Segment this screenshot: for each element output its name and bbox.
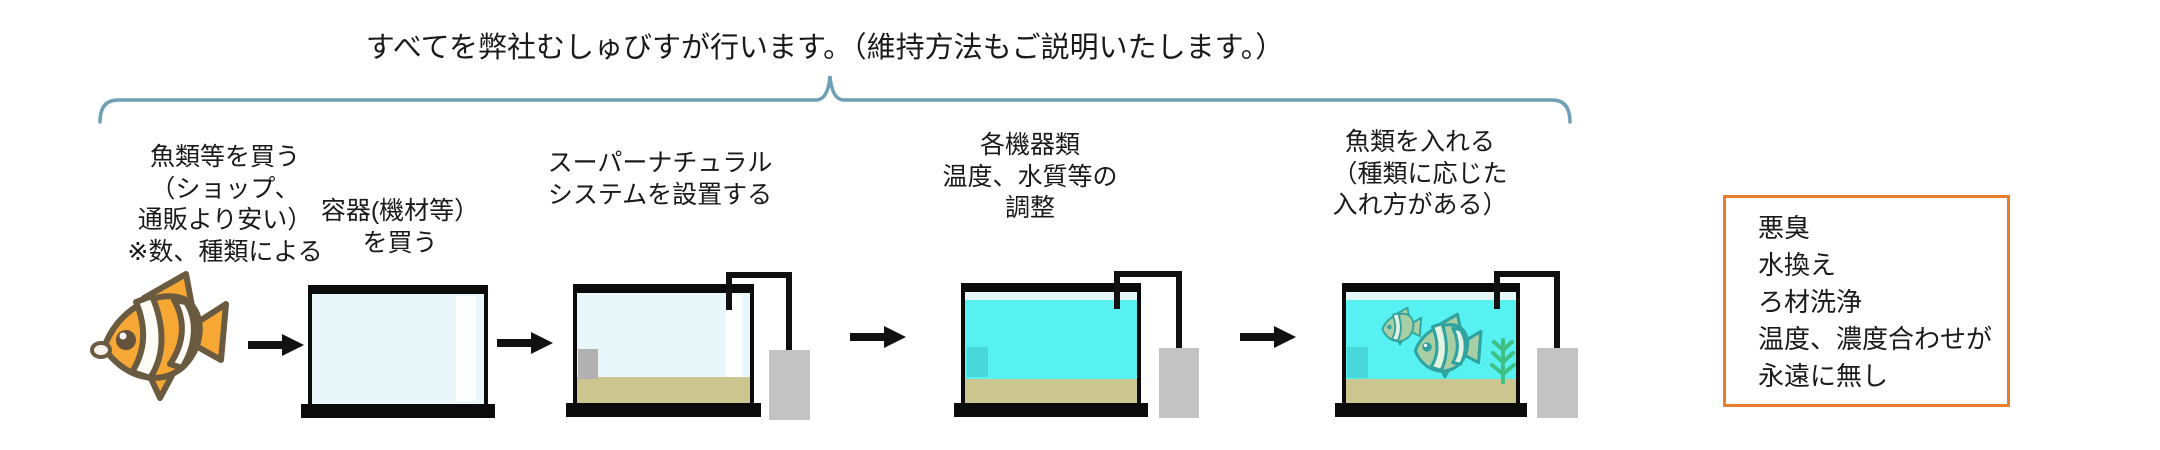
external-filter-box xyxy=(1537,348,1578,418)
aquarium-tank-sand xyxy=(566,284,761,417)
tank-interior xyxy=(577,293,750,377)
aquarium-tank-empty xyxy=(301,285,495,418)
tank-bottom-rim xyxy=(954,403,1148,417)
horizontal-brace-icon xyxy=(98,75,1572,124)
seaweed-icon xyxy=(1490,338,1516,384)
tank-top-rim xyxy=(1342,283,1520,292)
tank-glass xyxy=(577,293,750,403)
pipe-down xyxy=(1554,271,1560,350)
pipe-down xyxy=(786,272,792,352)
green-fish-icon xyxy=(1413,312,1483,379)
tank-glass xyxy=(965,292,1137,403)
note-box: 悪臭 水換え ろ材洗浄 温度、濃度合わせが 永遠に無し xyxy=(1723,195,2010,407)
sand-layer xyxy=(965,379,1137,403)
right-arrow-icon xyxy=(1240,326,1296,348)
right-arrow-icon xyxy=(850,326,906,348)
sand-layer xyxy=(1346,379,1516,403)
heater xyxy=(967,347,988,377)
air-gap xyxy=(965,292,1137,300)
pipe-inlet xyxy=(726,272,732,310)
water xyxy=(965,300,1137,379)
pipe-horizontal xyxy=(726,272,792,278)
pipe-inlet xyxy=(1494,271,1500,309)
pipe-horizontal xyxy=(1114,271,1182,277)
air-gap xyxy=(1346,292,1516,300)
external-filter-box xyxy=(769,350,810,420)
step-label: 容器(機材等） を買う xyxy=(320,197,480,257)
sand-layer xyxy=(577,377,750,403)
tropical-fish-icon xyxy=(90,271,229,401)
note-text: 悪臭 水換え ろ材洗浄 温度、濃度合わせが 永遠に無し xyxy=(1758,213,1993,391)
heater xyxy=(578,349,598,379)
right-arrow-icon xyxy=(497,332,553,354)
external-filter-box xyxy=(1159,348,1199,418)
page-title: すべてを弊社むしゅびすが行います。（維持方法もご説明いたします。） xyxy=(365,32,1285,64)
tank-bottom-rim xyxy=(1335,403,1527,417)
step-label: 各機器類 温度、水質等の 調整 xyxy=(942,131,1118,222)
step-label: スーパーナチュラル システムを設置する xyxy=(547,149,773,209)
tank-top-rim xyxy=(308,285,488,294)
tank-bottom-rim xyxy=(566,403,761,417)
pipe-inlet xyxy=(1114,271,1120,309)
tank-top-rim xyxy=(961,283,1141,292)
tank-interior xyxy=(312,294,484,404)
step-label: 魚類を入れる （種類に応じた 入れ方がある） xyxy=(1332,128,1508,219)
glass-highlight xyxy=(726,295,742,377)
tank-bottom-rim xyxy=(301,404,495,418)
tank-glass xyxy=(312,294,484,404)
aquarium-tank-water xyxy=(954,283,1148,417)
green-fish-icon xyxy=(1381,306,1423,346)
right-arrow-icon xyxy=(248,334,304,356)
pipe-horizontal xyxy=(1494,271,1560,277)
pipe-down xyxy=(1176,271,1182,350)
tank-top-rim xyxy=(573,284,754,293)
step-label: 魚類等を買う （ショップ、 通販より安い） ※数、種類による xyxy=(127,143,323,266)
glass-highlight xyxy=(456,296,476,401)
heater xyxy=(1347,347,1368,378)
